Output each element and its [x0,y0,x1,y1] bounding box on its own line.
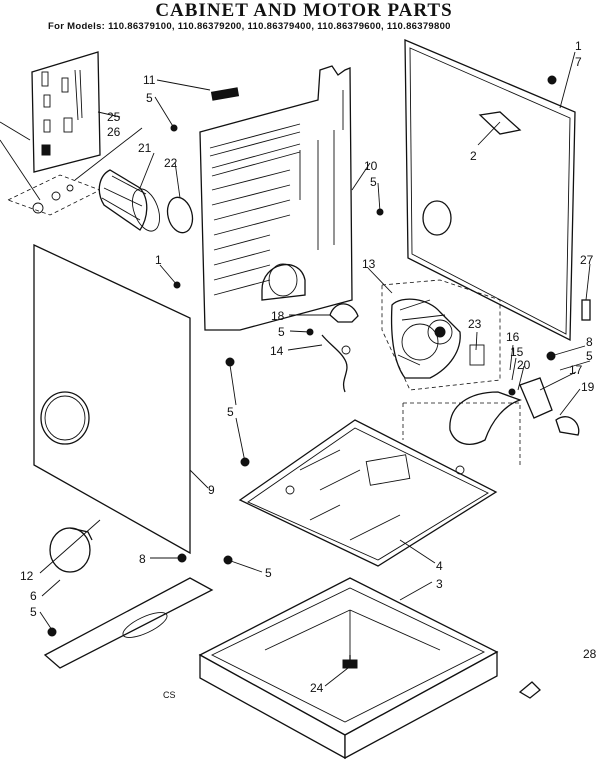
model-numbers: For Models: 110.86379100, 110.86379200, … [48,21,451,32]
label-part [210,87,240,101]
bracket-27 [581,299,591,321]
stray-mark: CS [163,690,176,700]
callout-27: 27 [580,253,594,267]
callout-23: 23 [468,317,482,331]
rear-panel [199,65,353,331]
callout-2: 2 [470,149,477,163]
callout-8-right: 8 [586,335,593,349]
motor-mount [329,303,359,323]
callout-7: 7 [575,55,582,69]
callout-21: 21 [138,141,152,155]
callout-5-a: 5 [146,91,153,105]
callout-5-f: 5 [265,566,272,580]
callout-9: 9 [208,483,215,497]
left-side-panel [33,243,191,555]
callout-28: 28 [583,647,597,661]
leveling-leg [342,655,358,669]
callout-12: 12 [20,569,34,583]
motor-assembly [381,279,501,391]
callout-5-e: 5 [227,405,234,419]
callout-5-d: 5 [586,349,593,363]
callout-1-left: 1 [155,253,162,267]
leader-lines [39,51,591,687]
base-frame [198,577,499,760]
callout-15: 15 [510,345,524,359]
callout-26: 26 [107,125,121,139]
idler-bracket [519,377,553,419]
callout-5-g: 5 [30,605,37,619]
wire-harness [321,334,348,393]
drive-belt [449,391,522,445]
callout-6: 6 [30,589,37,603]
callout-18: 18 [271,309,285,323]
callout-10: 10 [364,159,378,173]
callout-16: 16 [506,330,520,344]
cabinet-base [238,419,498,567]
callout-20: 20 [517,358,531,372]
callout-13: 13 [362,257,376,271]
parts-bag [0,51,101,216]
part-28 [518,681,541,699]
door-knob [49,527,93,573]
callout-14: 14 [270,344,284,358]
callout-25: 25 [107,110,121,124]
callout-17: 17 [569,363,583,377]
callout-11: 11 [143,73,156,87]
callout-1-top: 1 [575,39,582,53]
toe-plate [43,577,214,669]
page-title: CABINET AND MOTOR PARTS [155,0,453,21]
callout-22: 22 [164,156,178,170]
right-side-panel [404,39,576,342]
callout-3: 3 [436,577,443,591]
callout-19: 19 [581,380,595,394]
callout-4: 4 [436,559,443,573]
callout-8-left: 8 [139,552,146,566]
callout-numbers: 1 7 2 11 5 25 26 21 22 10 5 13 27 1 18 5… [20,39,597,700]
callout-5-b: 5 [370,175,377,189]
callout-24: 24 [310,681,324,695]
exhaust-duct [98,169,194,234]
idler-pulley [555,416,580,436]
callout-5-c: 5 [278,325,285,339]
